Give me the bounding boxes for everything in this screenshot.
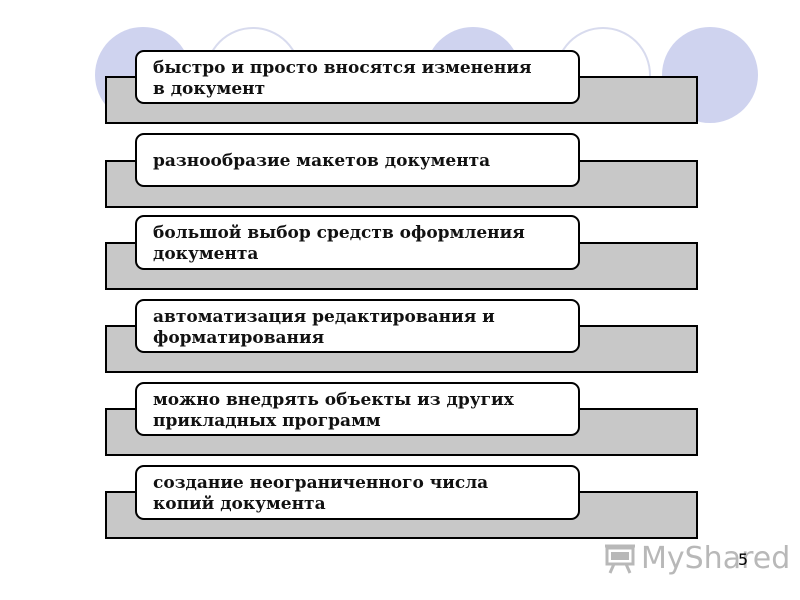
item-card: большой выбор средств оформления докумен… — [135, 215, 580, 270]
item-card: быстро и просто вносятся изменения в док… — [135, 50, 580, 104]
page-number: 5 — [738, 550, 749, 569]
item-card: создание неограниченного числа копий док… — [135, 465, 580, 520]
item-card: можно внедрять объекты из других приклад… — [135, 382, 580, 436]
presentation-board-icon — [605, 544, 635, 574]
item-card: разнообразие макетов документа — [135, 133, 580, 187]
item-card: автоматизация редактирования и форматиро… — [135, 299, 580, 353]
watermark-text: MyShared — [641, 540, 791, 576]
watermark-logo: MyShared — [605, 540, 790, 576]
